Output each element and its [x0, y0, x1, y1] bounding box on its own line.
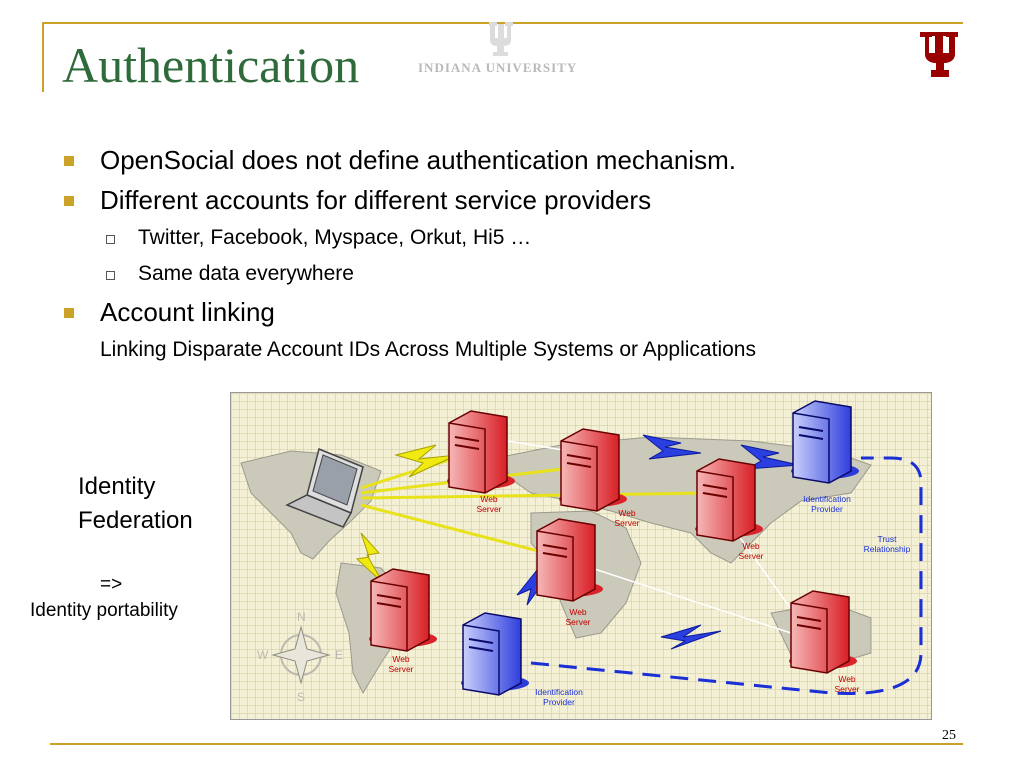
compass-south: S	[297, 690, 305, 704]
web-server-icon	[695, 458, 763, 542]
trust-relationship-label: Relationship	[864, 544, 911, 554]
identity-provider-server-icon	[461, 612, 529, 696]
web-server-label: Server	[738, 551, 763, 561]
web-server-label: Web	[480, 494, 498, 504]
web-server-icon	[559, 428, 627, 512]
trust-boundary	[530, 456, 923, 695]
list-item-continuation: Linking Disparate Account IDs Across Mul…	[100, 338, 756, 361]
sub-bullet-text: Same data everywhere	[138, 262, 354, 285]
web-server-label: Web	[742, 541, 760, 551]
bullet-square-icon	[64, 156, 74, 166]
frame-top-line	[42, 22, 963, 24]
iu-trident-icon	[920, 32, 958, 77]
bullet-checkbox-icon	[106, 235, 115, 244]
web-server-label: Web	[838, 674, 856, 684]
list-item: Twitter, Facebook, Myspace, Orkut, Hi5 …	[62, 220, 962, 256]
web-server-icon	[447, 410, 515, 494]
web-server-icon	[535, 518, 603, 602]
provider-labels: Identification Provider Identification P…	[535, 494, 911, 707]
bullet-text: Account linking	[100, 297, 275, 327]
web-server-label: Web	[618, 508, 636, 518]
list-item: Account linking	[62, 292, 962, 332]
identification-provider-label: Identification	[535, 687, 583, 697]
web-server-label: Server	[614, 518, 639, 528]
web-server-icon	[789, 590, 857, 674]
web-server-label: Server	[834, 684, 859, 694]
web-server-labels: Web Server Web Server Web Server Web Ser…	[388, 494, 859, 694]
list-item: OpenSocial does not define authenticatio…	[62, 140, 962, 180]
identity-label: Identity	[78, 473, 156, 500]
bullet-square-icon	[64, 308, 74, 318]
compass-icon: N S W E	[257, 610, 343, 704]
iu-trident-icon	[489, 22, 513, 56]
page-number: 25	[942, 728, 956, 743]
bullet-square-icon	[64, 196, 74, 206]
frame-left-line	[42, 22, 44, 92]
bullet-text: Different accounts for different service…	[100, 185, 652, 215]
web-server-label: Web	[569, 607, 587, 617]
web-server-label: Web	[392, 654, 410, 664]
web-server-label: Server	[388, 664, 413, 674]
identity-provider-server-icon	[791, 400, 859, 484]
compass-north: N	[297, 610, 306, 624]
brand-text: INDIANA UNIVERSITY	[418, 60, 578, 75]
sub-bullet-text: Twitter, Facebook, Myspace, Orkut, Hi5 …	[138, 226, 532, 249]
identification-provider-label: Provider	[811, 504, 843, 514]
federation-diagram: N S W E Web Server Web Server Web Server…	[230, 392, 932, 720]
identification-provider-label: Identification	[803, 494, 851, 504]
federation-label: Federation	[78, 507, 193, 534]
arrow-label: =>	[100, 574, 123, 595]
identification-provider-label: Provider	[543, 697, 575, 707]
compass-east: E	[335, 648, 343, 662]
bullet-checkbox-icon	[106, 271, 115, 280]
slide-title: Authentication	[62, 37, 360, 93]
identity-federation-label: Identity Federation	[78, 470, 193, 538]
identity-portability-label: Identity portability	[30, 600, 178, 621]
compass-west: W	[257, 648, 269, 662]
laptop-icon	[285, 447, 364, 528]
list-item: Same data everywhere	[62, 256, 962, 292]
list-item: Different accounts for different service…	[62, 180, 962, 220]
web-server-label: Server	[565, 617, 590, 627]
web-server-icon	[369, 568, 437, 652]
frame-bottom-line	[50, 743, 963, 745]
trust-relationship-label: Trust	[877, 534, 897, 544]
web-server-label: Server	[476, 504, 501, 514]
bullet-text: OpenSocial does not define authenticatio…	[100, 145, 736, 175]
bullet-list: OpenSocial does not define authenticatio…	[62, 140, 962, 368]
